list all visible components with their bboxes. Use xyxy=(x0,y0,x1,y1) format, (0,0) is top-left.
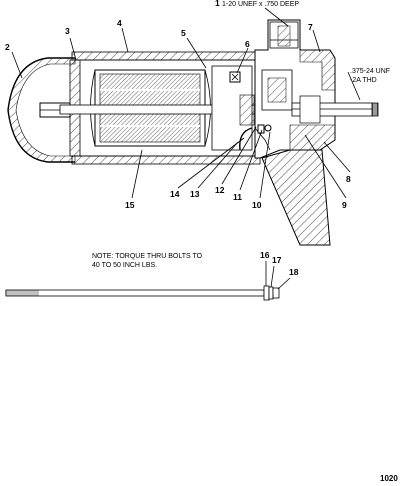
figure-reference: 1020 xyxy=(380,474,398,483)
wire-harness xyxy=(239,124,272,151)
thread-spec-right-line2: -2A THD xyxy=(350,77,377,84)
callout-8: 8 xyxy=(346,174,351,184)
torque-note-line1: NOTE: TORQUE THRU BOLTS TO xyxy=(92,253,203,260)
callout-13: 13 xyxy=(190,189,200,199)
propeller-shaft xyxy=(291,95,379,124)
callout-6: 6 xyxy=(245,39,250,49)
thread-spec-right-line1: .375-24 UNF xyxy=(350,68,390,75)
callout-9: 9 xyxy=(342,200,347,210)
callout-labels: 1 2 3 4 5 6 7 8 9 10 11 12 13 14 15 16 1… xyxy=(5,0,351,277)
skeg-fin xyxy=(261,149,331,246)
callout-17: 17 xyxy=(272,255,282,265)
callout-14: 14 xyxy=(170,189,180,199)
callout-10: 10 xyxy=(252,200,262,210)
front-housing xyxy=(254,19,336,159)
callout-15: 15 xyxy=(125,200,135,210)
callout-12: 12 xyxy=(215,185,225,195)
callout-5: 5 xyxy=(181,28,186,38)
motor-housing xyxy=(71,51,261,165)
callout-1: 1 xyxy=(215,0,220,8)
callout-7: 7 xyxy=(308,22,313,32)
callout-2: 2 xyxy=(5,42,10,52)
callout-3: 3 xyxy=(65,26,70,36)
thread-spec-top: 1-20 UNEF x .750 DEEP xyxy=(222,1,299,8)
callout-4: 4 xyxy=(117,18,122,28)
leader-lines xyxy=(11,7,361,199)
callout-18: 18 xyxy=(289,267,299,277)
callout-16: 16 xyxy=(260,250,270,260)
callout-11: 11 xyxy=(233,192,242,202)
brush-plate xyxy=(211,65,255,151)
through-bolt xyxy=(5,261,291,301)
torque-note-line2: 40 TO 50 INCH LBS. xyxy=(92,262,157,269)
